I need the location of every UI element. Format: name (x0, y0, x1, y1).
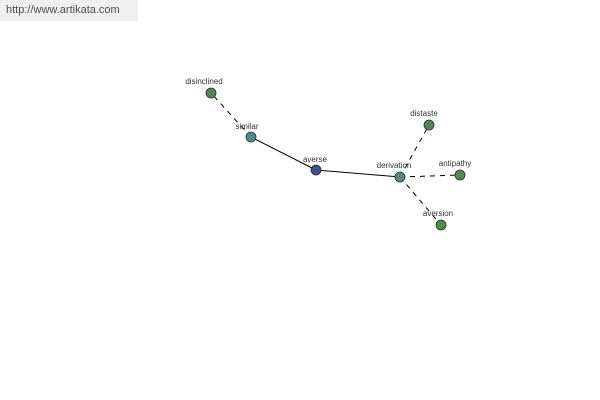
edge-averse-derivation (315, 169, 401, 178)
node-label-distaste: distaste (410, 109, 438, 118)
node-dot-disinclined[interactable] (205, 87, 217, 99)
edge-derivation-antipathy (399, 174, 461, 178)
node-dot-derivation[interactable] (394, 171, 406, 183)
node-antipathy[interactable]: antipathy (439, 159, 471, 181)
edge-averse-similar (250, 136, 317, 171)
node-similar[interactable]: similar (235, 122, 259, 143)
node-dot-aversion[interactable] (435, 219, 447, 231)
node-label-averse: averse (303, 155, 328, 164)
node-label-aversion: aversion (423, 209, 453, 218)
nodes-layer: disinclined similar averse derivation distas… (185, 77, 471, 231)
node-disinclined[interactable]: disinclined (185, 77, 223, 99)
node-derivation[interactable]: derivation (377, 161, 412, 183)
node-label-disinclined: disinclined (185, 77, 222, 86)
watermark-url: http://www.artikata.com (0, 0, 138, 21)
edges-layer (210, 92, 461, 226)
node-label-similar: similar (235, 122, 258, 131)
node-dot-antipathy[interactable] (454, 169, 466, 181)
node-label-derivation: derivation (377, 161, 412, 170)
node-label-antipathy: antipathy (439, 159, 471, 168)
node-dot-averse[interactable] (310, 164, 322, 176)
node-averse[interactable]: averse (303, 155, 328, 176)
node-dot-similar[interactable] (245, 131, 257, 143)
edge-derivation-aversion (399, 176, 442, 226)
node-dot-distaste[interactable] (423, 119, 435, 131)
node-distaste[interactable]: distaste (410, 109, 438, 131)
node-aversion[interactable]: aversion (423, 209, 453, 231)
